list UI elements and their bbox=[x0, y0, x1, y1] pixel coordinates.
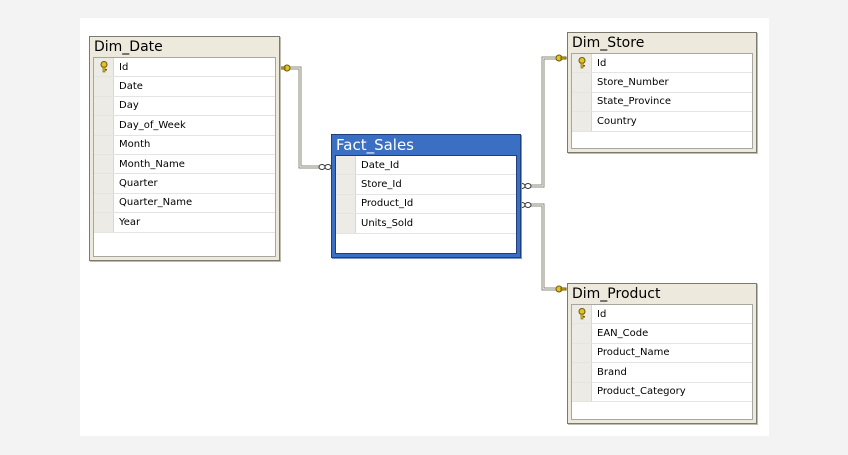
column-name: Date bbox=[119, 81, 143, 93]
row-selector bbox=[94, 77, 114, 96]
column-name: Country bbox=[597, 115, 637, 127]
table-title[interactable]: Fact_Sales bbox=[336, 136, 414, 154]
row-selector bbox=[572, 73, 592, 92]
column-name: Id bbox=[597, 57, 607, 69]
row-selector bbox=[94, 154, 114, 174]
column-row[interactable]: Id bbox=[94, 58, 275, 78]
row-selector bbox=[94, 174, 114, 193]
row-selector bbox=[94, 193, 114, 213]
column-list: Id EAN_Code Product_Name Brand Product_C… bbox=[571, 304, 753, 420]
column-row[interactable]: Month_Name bbox=[94, 154, 275, 175]
column-row[interactable]: Product_Id bbox=[336, 194, 516, 215]
row-selector bbox=[94, 116, 114, 135]
row-selector bbox=[94, 135, 114, 154]
column-name: Product_Id bbox=[361, 198, 414, 210]
column-row[interactable]: Quarter_Name bbox=[94, 193, 275, 214]
column-row[interactable]: Quarter bbox=[94, 174, 275, 194]
column-name: Quarter_Name bbox=[119, 197, 193, 209]
column-row[interactable]: Store_Number bbox=[572, 73, 752, 93]
row-selector bbox=[572, 382, 592, 401]
column-row[interactable]: Month bbox=[94, 135, 275, 155]
row-selector bbox=[336, 175, 356, 194]
column-name: EAN_Code bbox=[597, 328, 649, 340]
column-row[interactable]: State_Province bbox=[572, 92, 752, 113]
row-selector bbox=[572, 92, 592, 112]
relationship-line-date bbox=[290, 66, 319, 169]
row-selector bbox=[336, 194, 356, 214]
key-icon bbox=[572, 54, 592, 73]
row-selector bbox=[336, 156, 356, 175]
column-name: Product_Name bbox=[597, 347, 670, 359]
column-row[interactable]: Product_Name bbox=[572, 343, 752, 364]
column-row[interactable]: Product_Category bbox=[572, 382, 752, 402]
column-name: Id bbox=[119, 61, 129, 73]
key-icon bbox=[572, 305, 592, 324]
row-selector bbox=[94, 96, 114, 116]
table-title[interactable]: Dim_Store bbox=[572, 35, 645, 51]
column-name: State_Province bbox=[597, 96, 672, 108]
column-name: Store_Id bbox=[361, 179, 402, 191]
column-row[interactable]: Year bbox=[94, 213, 275, 233]
column-name: Date_Id bbox=[361, 159, 400, 171]
column-row[interactable]: EAN_Code bbox=[572, 324, 752, 344]
row-selector bbox=[572, 343, 592, 363]
column-row[interactable]: Brand bbox=[572, 363, 752, 383]
column-row[interactable]: Day bbox=[94, 96, 275, 117]
column-row[interactable]: Date_Id bbox=[336, 156, 516, 176]
column-name: Month_Name bbox=[119, 158, 185, 170]
column-row[interactable]: Id bbox=[572, 54, 752, 74]
column-name: Store_Number bbox=[597, 77, 669, 89]
column-row[interactable]: Date bbox=[94, 77, 275, 97]
column-list: Date_Id Store_Id Product_Id Units_Sold bbox=[335, 155, 517, 254]
table-dim-product[interactable]: Dim_Product Id EAN_Code Product_Name Bra… bbox=[567, 283, 757, 424]
row-selector bbox=[572, 112, 592, 131]
column-name: Id bbox=[597, 308, 607, 320]
column-name: Month bbox=[119, 139, 151, 151]
column-row[interactable]: Country bbox=[572, 112, 752, 132]
table-dim-date[interactable]: Dim_Date Id Date Day Day_of_Week Month M… bbox=[89, 36, 280, 261]
row-selector bbox=[336, 214, 356, 233]
column-name: Brand bbox=[597, 366, 627, 378]
table-dim-store[interactable]: Dim_Store Id Store_Number State_Province… bbox=[567, 32, 757, 153]
table-title[interactable]: Dim_Product bbox=[572, 286, 661, 302]
row-selector bbox=[572, 324, 592, 343]
column-list: Id Date Day Day_of_Week Month Month_Name… bbox=[93, 57, 276, 257]
column-list: Id Store_Number State_Province Country bbox=[571, 53, 753, 149]
column-row[interactable]: Units_Sold bbox=[336, 214, 516, 234]
column-name: Day_of_Week bbox=[119, 119, 186, 131]
row-selector bbox=[572, 363, 592, 382]
column-name: Units_Sold bbox=[361, 217, 414, 229]
table-title[interactable]: Dim_Date bbox=[94, 39, 163, 55]
column-name: Product_Category bbox=[597, 386, 686, 398]
row-selector bbox=[94, 213, 114, 232]
column-row[interactable]: Day_of_Week bbox=[94, 116, 275, 136]
key-icon bbox=[94, 58, 114, 77]
column-row[interactable]: Id bbox=[572, 305, 752, 325]
column-name: Year bbox=[119, 216, 141, 228]
table-fact-sales[interactable]: Fact_Sales Date_Id Store_Id Product_Id U… bbox=[331, 134, 521, 258]
column-name: Day bbox=[119, 100, 139, 112]
column-name: Quarter bbox=[119, 178, 158, 190]
column-row[interactable]: Store_Id bbox=[336, 175, 516, 195]
one-end-key-icon bbox=[279, 54, 567, 293]
